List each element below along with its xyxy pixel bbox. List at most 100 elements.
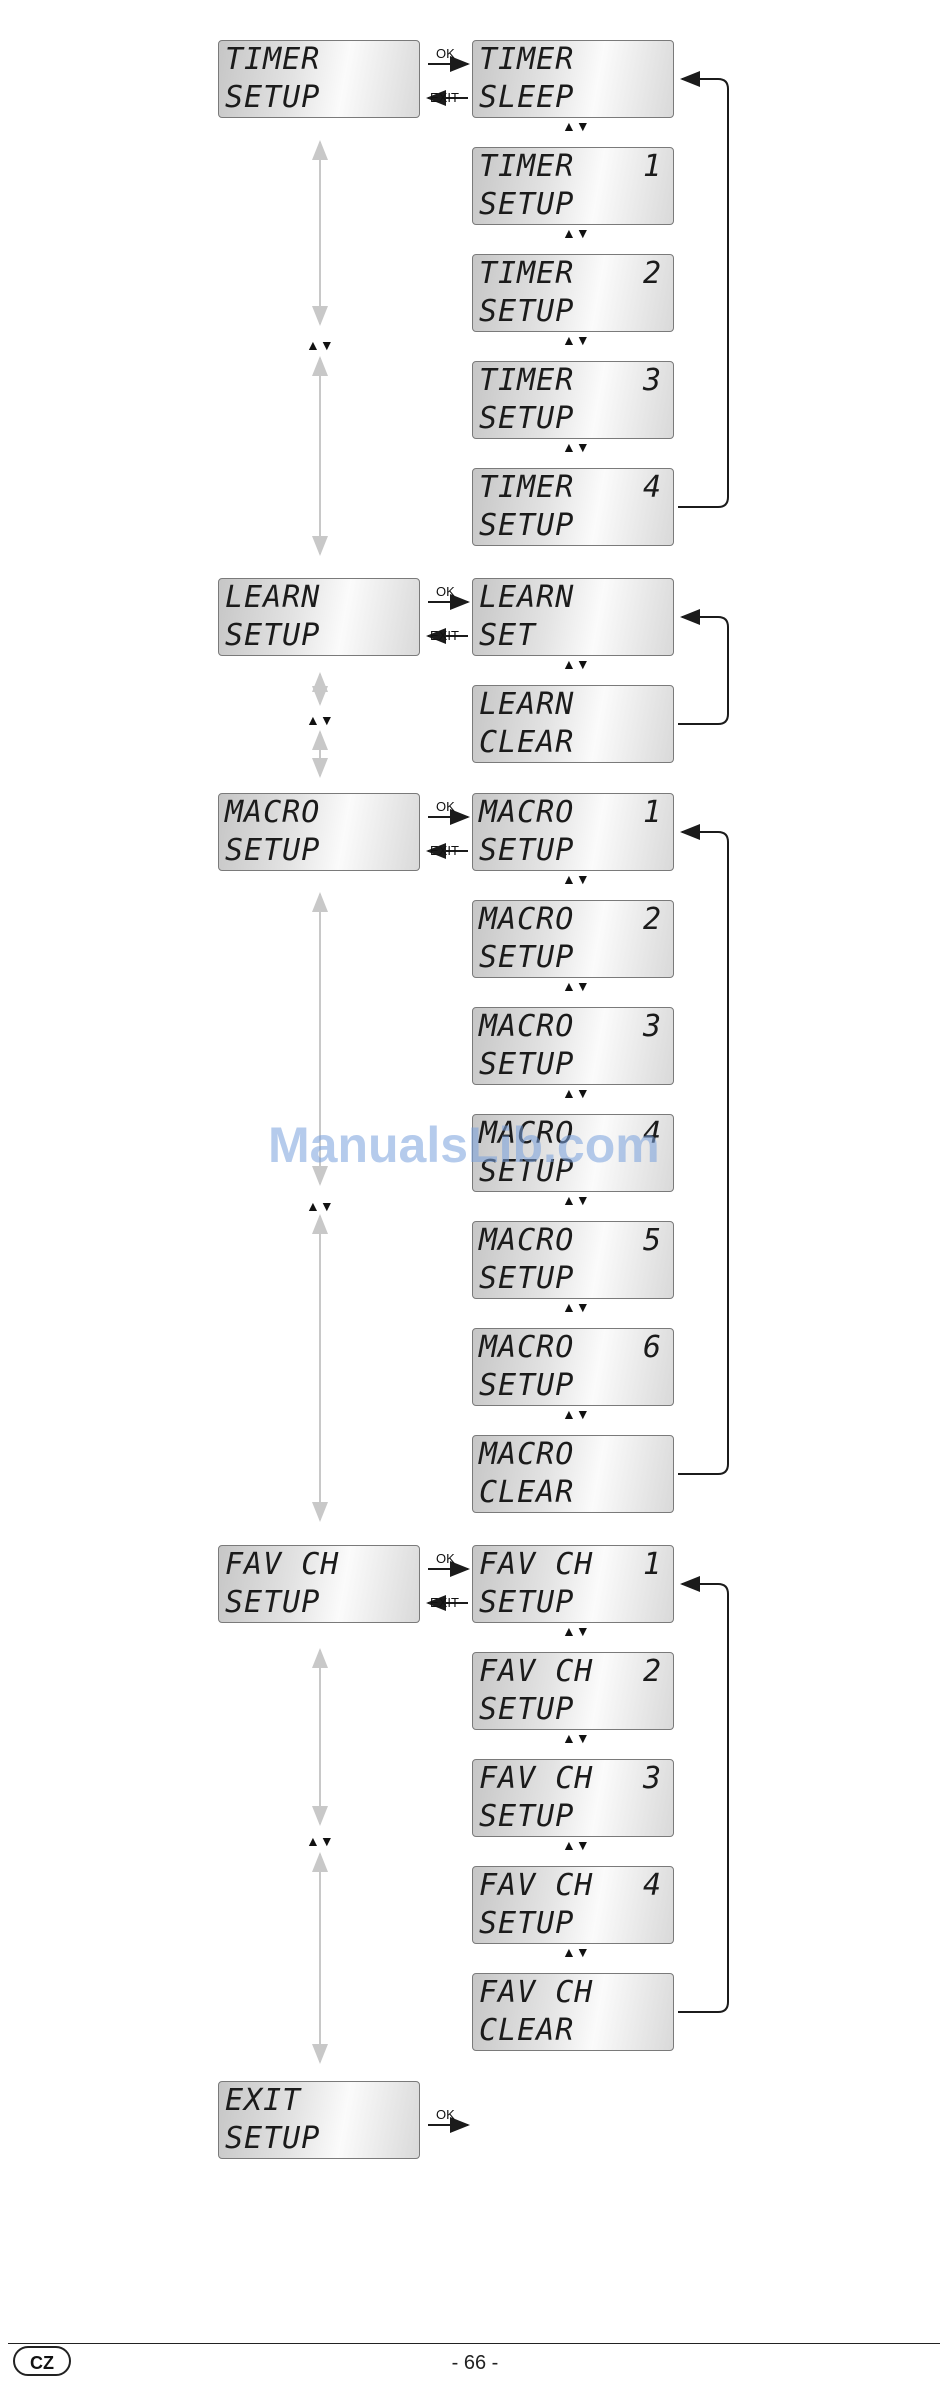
- lcd-line-2: SETUP: [479, 833, 575, 868]
- lcd-number: 4: [642, 1868, 661, 1903]
- loop-macro: [678, 824, 729, 1475]
- lcd-number: 2: [642, 902, 661, 937]
- up-down-icon: ▲▼: [562, 1406, 590, 1422]
- lcd-line-1: FAV CH: [479, 1547, 594, 1582]
- lcd-line-2: CLEAR: [479, 1475, 575, 1510]
- lcd-line-1: FAV CH: [479, 1868, 594, 1903]
- lcd-number: 3: [642, 1761, 661, 1796]
- up-down-icon: ▲▼: [562, 1299, 590, 1315]
- lcd-line-2: SETUP: [479, 1799, 575, 1834]
- lcd-line-2: SET: [479, 618, 537, 653]
- ok-label: OK: [436, 799, 455, 814]
- page-number: - 66 -: [451, 2352, 499, 2374]
- up-down-icon: ▲▼: [562, 1730, 590, 1746]
- exit-label: EXIT: [430, 843, 459, 858]
- up-down-icon: ▲▼: [306, 1198, 334, 1214]
- lcd-line-2: SETUP: [479, 1906, 575, 1941]
- lcd-number: 5: [642, 1223, 661, 1258]
- lcd-line-2: SETUP: [479, 1154, 575, 1189]
- lcd-line-1: LEARN: [479, 580, 575, 615]
- up-down-icon: ▲▼: [562, 656, 590, 672]
- loop-learn: [678, 609, 729, 725]
- lcd-number: 3: [642, 1009, 661, 1044]
- up-down-icon: ▲▼: [306, 712, 334, 728]
- lcd-line-2: SETUP: [225, 618, 321, 653]
- lcd-line-2: SLEEP: [479, 80, 575, 115]
- ok-label: OK: [436, 46, 455, 61]
- lcd-number: 6: [642, 1330, 661, 1365]
- lcd-line-1: FAV CH: [479, 1761, 594, 1796]
- lcd-line-1: MACRO: [479, 795, 575, 830]
- lcd-line-2: SETUP: [225, 833, 321, 868]
- lcd-line-2: SETUP: [225, 1585, 321, 1620]
- ok-label: OK: [436, 1551, 455, 1566]
- exit-label: EXIT: [430, 628, 459, 643]
- up-down-icon: ▲▼: [562, 118, 590, 134]
- lcd-number: 3: [642, 363, 661, 398]
- lcd-line-2: SETUP: [225, 80, 321, 115]
- up-down-icon: ▲▼: [306, 1833, 334, 1849]
- lcd-line-2: SETUP: [479, 940, 575, 975]
- loop-favch: [678, 1576, 729, 2013]
- loop-timer: [678, 71, 729, 508]
- lcd-line-2: SETUP: [479, 1368, 575, 1403]
- lcd-line-1: MACRO: [479, 1009, 575, 1044]
- ok-label: OK: [436, 584, 455, 599]
- exit-label: EXIT: [430, 1595, 459, 1610]
- up-down-icon: ▲▼: [562, 1623, 590, 1639]
- up-down-icon: ▲▼: [562, 1837, 590, 1853]
- up-down-icon: ▲▼: [562, 1944, 590, 1960]
- up-down-icon: ▲▼: [562, 225, 590, 241]
- lcd-line-1: MACRO: [479, 1330, 575, 1365]
- up-down-icon: ▲▼: [562, 332, 590, 348]
- lcd-line-2: SETUP: [225, 2121, 321, 2156]
- lcd-line-1: FAV CH: [479, 1975, 594, 2010]
- lcd-number: 2: [642, 256, 661, 291]
- lcd-number: 4: [642, 470, 661, 505]
- lcd-number: 2: [642, 1654, 661, 1689]
- lcd-line-1: MACRO: [479, 1223, 575, 1258]
- lcd-line-2: SETUP: [479, 294, 575, 329]
- up-down-icon: ▲▼: [562, 978, 590, 994]
- lcd-line-2: SETUP: [479, 401, 575, 436]
- lcd-line-1: TIMER: [479, 470, 575, 505]
- up-down-icon: ▲▼: [562, 439, 590, 455]
- lcd-number: 1: [642, 1547, 661, 1582]
- lcd-line-1: MACRO: [225, 795, 321, 830]
- lcd-number: 1: [642, 795, 661, 830]
- lcd-line-2: CLEAR: [479, 2013, 575, 2048]
- lcd-number: 1: [642, 149, 661, 184]
- language-badge: CZ: [13, 2346, 71, 2376]
- lcd-line-2: SETUP: [479, 1047, 575, 1082]
- lcd-line-1: MACRO: [479, 1437, 575, 1472]
- lcd-line-2: SETUP: [479, 508, 575, 543]
- lcd-line-1: MACRO: [479, 902, 575, 937]
- lcd-line-2: SETUP: [479, 187, 575, 222]
- lcd-line-1: EXIT: [225, 2083, 302, 2118]
- exit-label: EXIT: [430, 90, 459, 105]
- lcd-line-1: TIMER: [225, 42, 321, 77]
- up-down-icon: ▲▼: [562, 871, 590, 887]
